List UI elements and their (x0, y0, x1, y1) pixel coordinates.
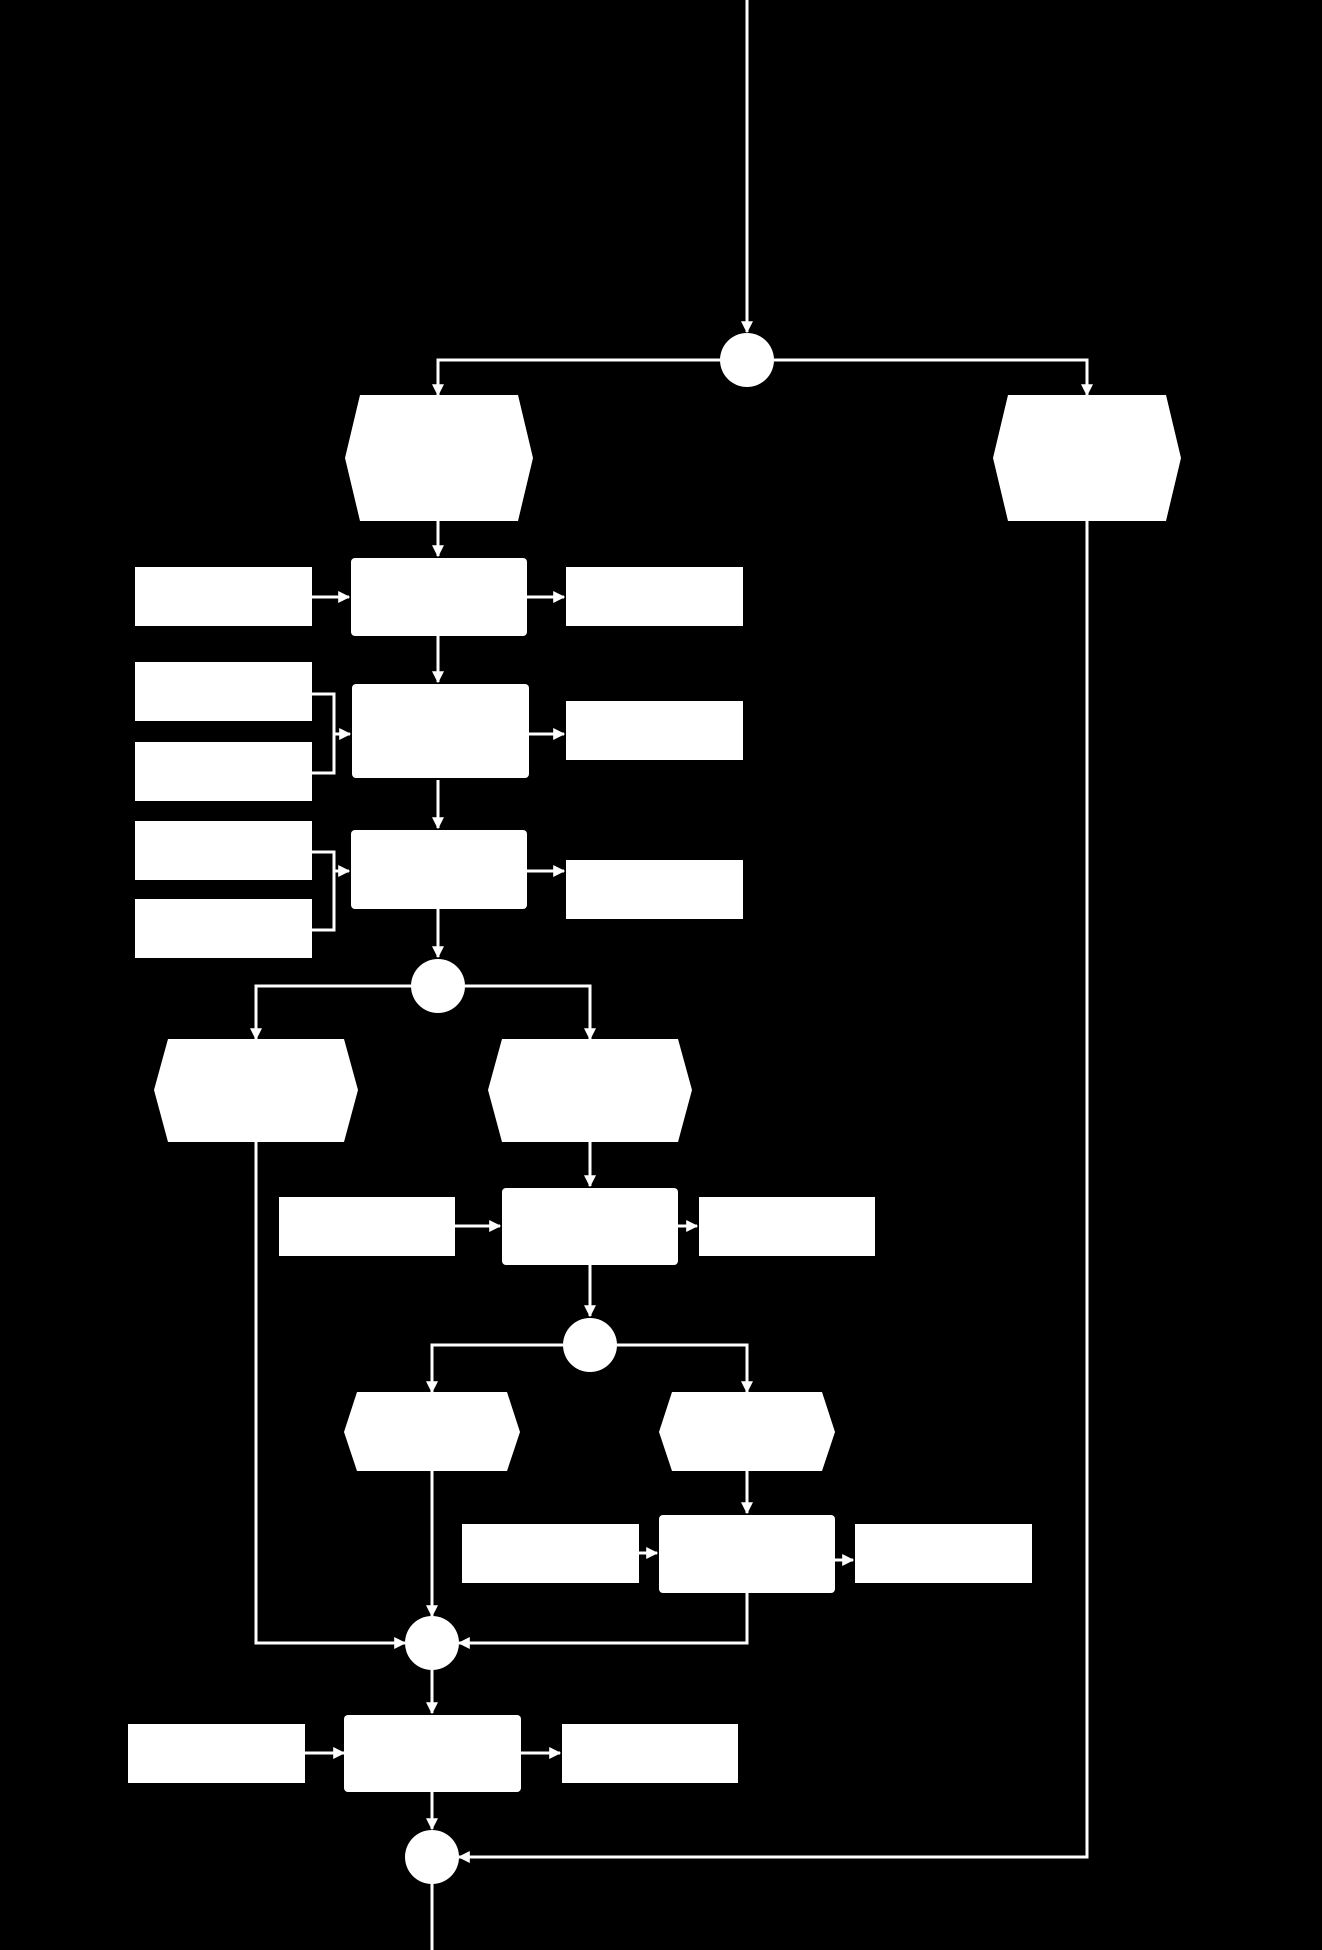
event-e3 (154, 1039, 358, 1142)
edge-f5-c4 (457, 1593, 749, 1649)
function-f5 (659, 1515, 835, 1593)
function-f1 (351, 558, 527, 636)
info-out3 (566, 860, 743, 919)
edge-c1-e1 (432, 358, 720, 397)
info-in2a (135, 662, 312, 721)
connector-c2 (411, 959, 465, 1013)
edge-in3-f3 (312, 850, 336, 932)
info-out2 (566, 701, 743, 760)
edge-e3-c4 (254, 1142, 407, 1649)
connector-c3 (563, 1318, 617, 1372)
info-in1 (135, 567, 312, 626)
edge-c1-e2 (774, 358, 1093, 397)
edge-c3-e5 (426, 1343, 563, 1394)
edge-c2-e4 (465, 984, 596, 1041)
info-out4 (699, 1197, 875, 1256)
connector-c4 (405, 1616, 459, 1670)
function-f2 (352, 684, 529, 778)
edge-e2-c5 (457, 521, 1089, 1863)
info-in3b (135, 899, 312, 958)
info-out1 (566, 567, 743, 626)
info-out5 (855, 1524, 1032, 1583)
edges (250, 0, 1093, 1950)
function-f3 (351, 830, 527, 909)
info-in5 (462, 1524, 639, 1583)
function-f4 (502, 1188, 678, 1265)
edge-c2-e3 (250, 984, 411, 1041)
connector-c1 (720, 333, 774, 387)
edge-in2-f2 (312, 692, 336, 775)
info-in2b (135, 742, 312, 801)
edge-c3-e6 (617, 1343, 753, 1394)
info-in6 (128, 1724, 305, 1783)
info-in3a (135, 821, 312, 880)
function-f6 (344, 1715, 521, 1792)
event-e1 (345, 395, 533, 521)
event-e6 (659, 1392, 835, 1471)
info-out6 (562, 1724, 738, 1783)
event-e5 (344, 1392, 520, 1471)
nodes (128, 333, 1181, 1884)
connector-c5 (405, 1830, 459, 1884)
event-e4 (488, 1039, 692, 1142)
info-in4 (279, 1197, 455, 1256)
event-e2 (993, 395, 1181, 521)
